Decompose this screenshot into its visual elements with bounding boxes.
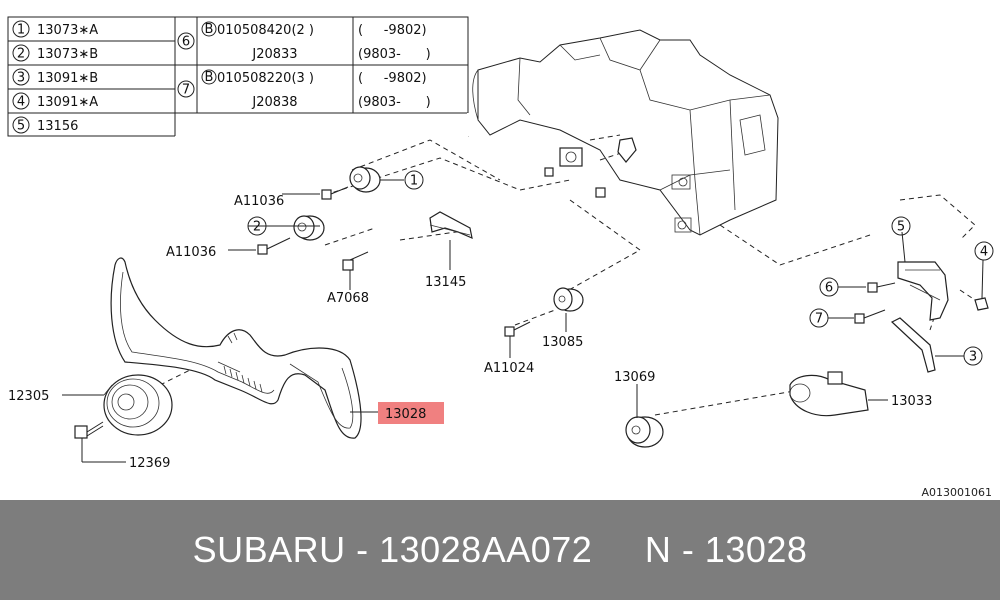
label-13145: 13145 xyxy=(425,275,466,290)
bolt-mark-circle xyxy=(201,69,217,85)
bolt-mark-circle xyxy=(201,21,217,37)
label-13028: 13028 xyxy=(385,407,426,422)
bracket-13145 xyxy=(429,211,473,240)
legend-row-num: 4 xyxy=(17,95,25,110)
label-13085: 13085 xyxy=(542,335,583,350)
footer-bar: SUBARU - 13028AA072 N - 13028 xyxy=(0,500,1000,600)
callout-7: 7 xyxy=(815,312,823,327)
legend-num-circle xyxy=(12,116,30,134)
callout-4: 4 xyxy=(980,245,988,260)
legend-group-range-b: (9803- ) xyxy=(358,95,431,110)
belt-teeth xyxy=(223,332,263,393)
legend-group-range-a: ( -9802) xyxy=(358,71,427,86)
label-13033: 13033 xyxy=(891,394,932,409)
tensioner-13033 xyxy=(789,371,869,417)
legend-num-circle xyxy=(12,20,30,38)
leader-lines xyxy=(62,179,984,463)
bracket-3 xyxy=(890,317,936,373)
legend-row-part: 13091∗B xyxy=(37,71,98,86)
bolt-a11036-bottom xyxy=(257,237,291,255)
callout-circle xyxy=(247,216,267,236)
legend-group-range-a: ( -9802) xyxy=(358,23,427,38)
legend-group-part-b: J20833 xyxy=(251,47,297,62)
callout-circle xyxy=(404,170,424,190)
bolt-7 xyxy=(854,309,886,324)
part-labels: A11036 A11036 A7068 13145 13085 A11024 1… xyxy=(8,170,994,471)
crank-bolt xyxy=(74,421,104,439)
legend-row-part: 13073∗B xyxy=(37,47,98,62)
callout-3: 3 xyxy=(969,350,977,365)
footer-ref: N - 13028 xyxy=(644,529,808,570)
callout-circle xyxy=(891,216,911,236)
legend-group-circle xyxy=(177,32,195,50)
label-12305: 12305 xyxy=(8,389,49,404)
callout-circle xyxy=(809,308,829,328)
legend-row-num: 5 xyxy=(17,119,25,134)
callout-1: 1 xyxy=(410,174,418,189)
highlight-box xyxy=(378,402,444,424)
legend-row-num: 2 xyxy=(17,47,25,62)
bolt-mark: B xyxy=(205,70,214,85)
label-a11024: A11024 xyxy=(484,361,534,376)
legend-group-part-a: 010508220(3 ) xyxy=(217,71,314,86)
label-a11036-bottom: A11036 xyxy=(166,245,216,260)
bolt-a11036-top xyxy=(321,186,349,200)
legend-group-num: 7 xyxy=(182,83,190,98)
cam-parts xyxy=(544,137,637,198)
crank-pulley xyxy=(103,374,173,436)
legend-row-part: 13091∗A xyxy=(37,95,98,110)
callout-5: 5 xyxy=(897,220,905,235)
bolt-6 xyxy=(867,282,896,293)
legend-group-circle xyxy=(177,80,195,98)
label-a7068: A7068 xyxy=(327,291,369,306)
idler-pulley-1 xyxy=(349,166,381,193)
clip-4 xyxy=(974,297,989,311)
footer-spacer xyxy=(592,529,645,571)
pulley-13069 xyxy=(625,416,664,448)
engine-block xyxy=(472,29,779,236)
legend-group-range-b: (9803- ) xyxy=(358,47,431,62)
callout-2: 2 xyxy=(253,220,261,235)
timing-belt xyxy=(110,257,362,439)
legend-row-part: 13073∗A xyxy=(37,23,98,38)
legend-row-num: 3 xyxy=(17,71,25,86)
callout-circle xyxy=(963,346,983,366)
pulley-13085 xyxy=(553,287,584,312)
footer-part-number: SUBARU - 13028AA072 xyxy=(192,529,593,570)
legend-num-circle xyxy=(12,44,30,62)
callout-6: 6 xyxy=(825,281,833,296)
label-a11036-top: A11036 xyxy=(234,194,284,209)
legend-row-part: 13156 xyxy=(37,119,78,134)
callout-circle xyxy=(974,241,994,261)
callout-circle xyxy=(819,277,839,297)
bolt-a7068 xyxy=(342,251,369,271)
label-13069: 13069 xyxy=(614,370,655,385)
legend-group-part-a: 010508420(2 ) xyxy=(217,23,314,38)
legend-group-num: 6 xyxy=(182,35,190,50)
bolt-mark: B xyxy=(205,22,214,37)
legend-num-circle xyxy=(12,68,30,86)
idler-pulley-2 xyxy=(293,215,325,241)
parts-diagram: 1 2 3 4 5 13073∗A 13073∗B 13091∗B 13091∗… xyxy=(7,16,994,471)
legend-row-num: 1 xyxy=(17,23,25,38)
legend-group-part-b: J20838 xyxy=(251,95,297,110)
legend-table: 1 2 3 4 5 13073∗A 13073∗B 13091∗B 13091∗… xyxy=(7,16,469,137)
legend-num-circle xyxy=(12,92,30,110)
diagram-code: A013001061 xyxy=(921,486,992,499)
label-12369: 12369 xyxy=(129,456,170,471)
bracket-5 xyxy=(897,261,949,321)
